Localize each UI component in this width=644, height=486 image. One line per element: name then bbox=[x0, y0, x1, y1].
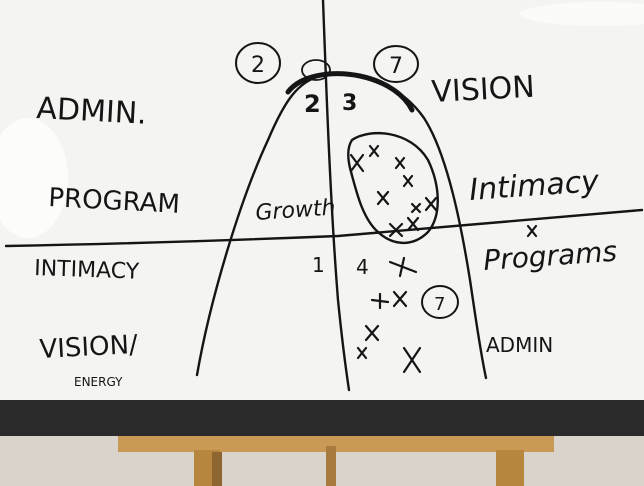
x-mark bbox=[526, 224, 538, 238]
top-small-circle bbox=[301, 59, 331, 81]
whiteboard bbox=[0, 0, 644, 400]
label-program-left: PROGRAM bbox=[48, 183, 181, 220]
x-mark bbox=[406, 216, 420, 232]
x-mark bbox=[394, 156, 406, 170]
x-mark bbox=[402, 174, 414, 188]
circled-number-ring-lower-right bbox=[421, 285, 459, 319]
x-mark bbox=[364, 324, 380, 342]
circled-number-ring-top-left bbox=[235, 42, 281, 84]
x-mark bbox=[370, 292, 390, 310]
x-mark bbox=[356, 346, 368, 360]
cap-arc bbox=[285, 71, 415, 113]
x-mark bbox=[349, 153, 365, 173]
x-mark bbox=[368, 144, 380, 158]
x-mark bbox=[424, 196, 438, 212]
circled-number-ring-top-right bbox=[373, 45, 419, 83]
quadrant-number-1: 1 bbox=[312, 253, 325, 277]
quadrant-number-2: 2 bbox=[304, 90, 321, 118]
label-vision-energy-left: VISION/ bbox=[39, 330, 139, 365]
horizontal-axis-line bbox=[4, 208, 644, 248]
label-energy-left: ENERGY bbox=[74, 375, 123, 389]
x-mark bbox=[388, 222, 404, 238]
label-vision-right: VISION bbox=[431, 70, 536, 110]
x-mark bbox=[376, 190, 390, 206]
label-intimacy-left: INTIMACY bbox=[34, 256, 140, 285]
label-admin-left: ADMIN. bbox=[36, 91, 148, 132]
x-mark bbox=[410, 202, 422, 214]
x-mark bbox=[388, 256, 418, 278]
vertical-axis-line bbox=[321, 0, 351, 392]
x-mark bbox=[392, 290, 408, 308]
quadrant-number-3: 3 bbox=[342, 91, 357, 116]
circled-number-top-left: 2 bbox=[251, 53, 265, 78]
x-mark bbox=[402, 346, 422, 374]
circled-number-top-right: 7 bbox=[389, 54, 403, 79]
label-admin-right: ADMIN bbox=[486, 333, 553, 357]
quadrant-number-4: 4 bbox=[356, 255, 369, 279]
circled-number-lower-right: 7 bbox=[434, 294, 445, 315]
center-label-growth: Growth bbox=[255, 195, 337, 226]
x-cluster-loop bbox=[347, 132, 439, 245]
